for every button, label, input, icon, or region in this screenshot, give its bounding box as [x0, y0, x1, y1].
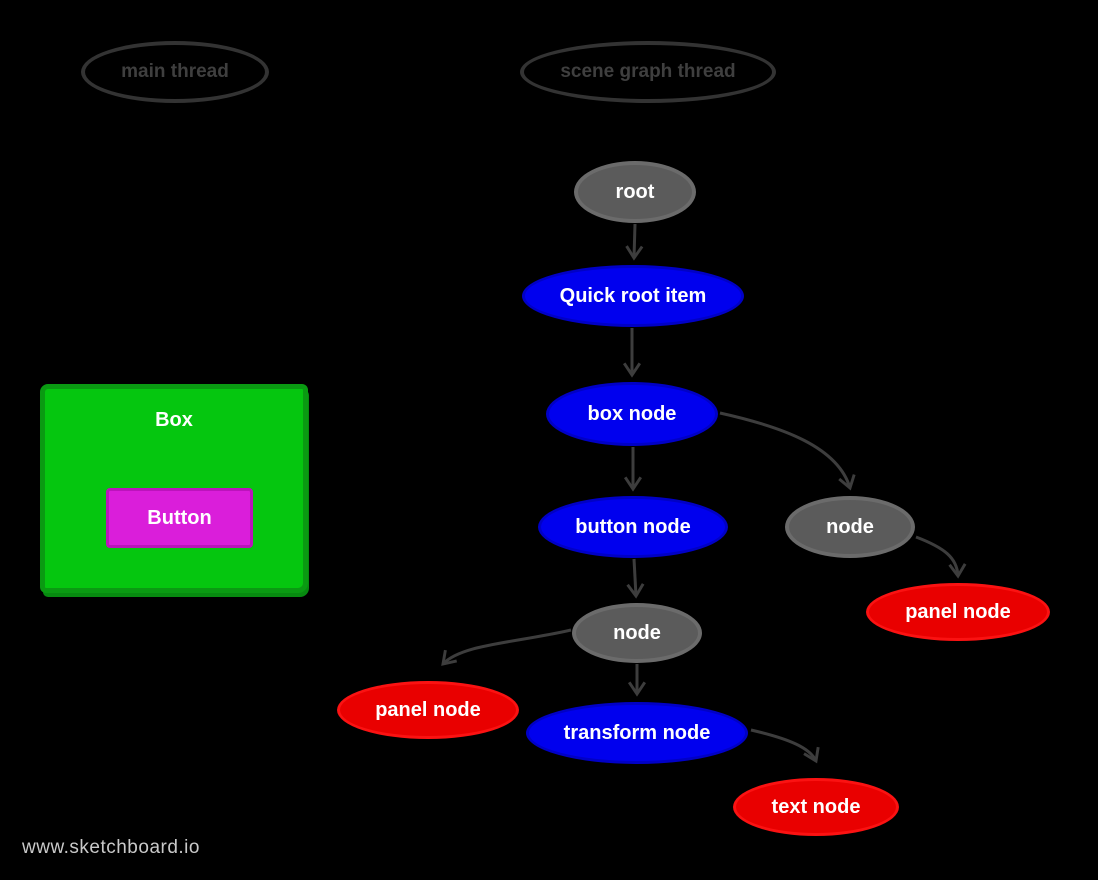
edge-node-right-panel-node-right — [915, 535, 967, 579]
node-quick-root-item: Quick root item — [522, 265, 744, 327]
node-text-node: text node — [733, 778, 899, 836]
edge-transform-node-text-node — [750, 728, 820, 764]
lane-main-thread-label: main thread — [121, 61, 229, 82]
node-button-node-label: button node — [575, 515, 691, 538]
node-panel-node-right: panel node — [866, 583, 1050, 641]
node-root: root — [574, 161, 696, 223]
lane-scene-graph-thread: scene graph thread — [520, 41, 776, 103]
edge-node-middle-panel-node-left — [441, 628, 572, 666]
node-node-right-label: node — [826, 515, 874, 538]
box-label: Box — [155, 409, 193, 431]
watermark: www.sketchboard.io — [22, 837, 200, 858]
node-quick-root-item-label: Quick root item — [559, 284, 707, 307]
node-transform-node: transform node — [526, 702, 748, 764]
node-panel-node-left: panel node — [337, 681, 519, 739]
box-shape: Box Button — [40, 384, 308, 593]
lane-main-thread: main thread — [81, 41, 269, 103]
button-label: Button — [147, 506, 212, 529]
edge-root-quick-root-item — [625, 223, 644, 261]
node-root-label: root — [615, 180, 655, 203]
node-box-node-label: box node — [587, 402, 677, 425]
node-box-node: box node — [546, 382, 718, 446]
node-panel-node-left-label: panel node — [375, 698, 481, 721]
button-shape: Button — [106, 488, 253, 548]
node-text-node-label: text node — [771, 795, 861, 818]
node-node-middle-label: node — [613, 621, 661, 644]
node-button-node: button node — [538, 496, 728, 558]
node-node-middle: node — [572, 603, 702, 663]
lane-scene-graph-thread-label: scene graph thread — [560, 61, 736, 82]
edge-box-node-node-right — [719, 411, 856, 491]
edge-button-node-node-middle — [626, 558, 645, 599]
node-panel-node-right-label: panel node — [905, 600, 1011, 623]
node-node-right: node — [785, 496, 915, 558]
node-transform-node-label: transform node — [563, 721, 711, 744]
